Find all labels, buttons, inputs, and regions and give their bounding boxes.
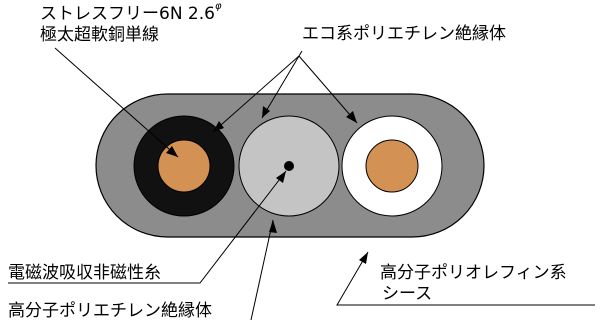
left-conductor — [157, 139, 211, 193]
sheath-label-line1: 高分子ポリオレフィン系 — [380, 263, 567, 283]
arrowhead-insulator-bottom — [269, 220, 277, 233]
arrowhead-insulator-top-mid — [262, 106, 270, 118]
conductor-label-line1: ストレスフリー6N 2.6φ — [40, 1, 222, 24]
arrowhead-magnetic-thread — [276, 171, 286, 183]
right-conductor — [365, 139, 419, 193]
arrowhead-conductor — [166, 146, 178, 157]
conductor-label-text: ストレスフリー6N 2.6 — [40, 4, 215, 24]
leader-insulator-top-left — [212, 55, 300, 133]
sheath-label-line2: シース — [382, 284, 433, 304]
arrowhead-insulator-top-left — [213, 121, 224, 132]
phi-symbol: φ — [214, 1, 222, 13]
leader-insulator-top-mid — [261, 55, 300, 119]
arrowhead-insulator-top-right — [346, 111, 357, 123]
magnetic-thread-label: 電磁波吸収非磁性糸 — [8, 263, 161, 283]
insulator-top-label: エコ系ポリエチレン絶縁体 — [302, 24, 506, 44]
leader-magnetic-thread — [8, 170, 287, 284]
leader-sheath — [336, 251, 595, 306]
arrowhead-sheath — [359, 252, 368, 264]
conductor-label-line2: 極太超軟銅単線 — [40, 25, 159, 45]
center-magnetic-thread — [284, 161, 294, 171]
leader-insulator-bottom — [250, 219, 274, 321]
insulator-bottom-label: 高分子ポリエチレン絶縁体 — [8, 301, 212, 321]
leader-insulator-top-bar — [298, 50, 303, 57]
leader-insulator-top-right — [298, 55, 358, 124]
leader-conductor — [54, 47, 179, 158]
